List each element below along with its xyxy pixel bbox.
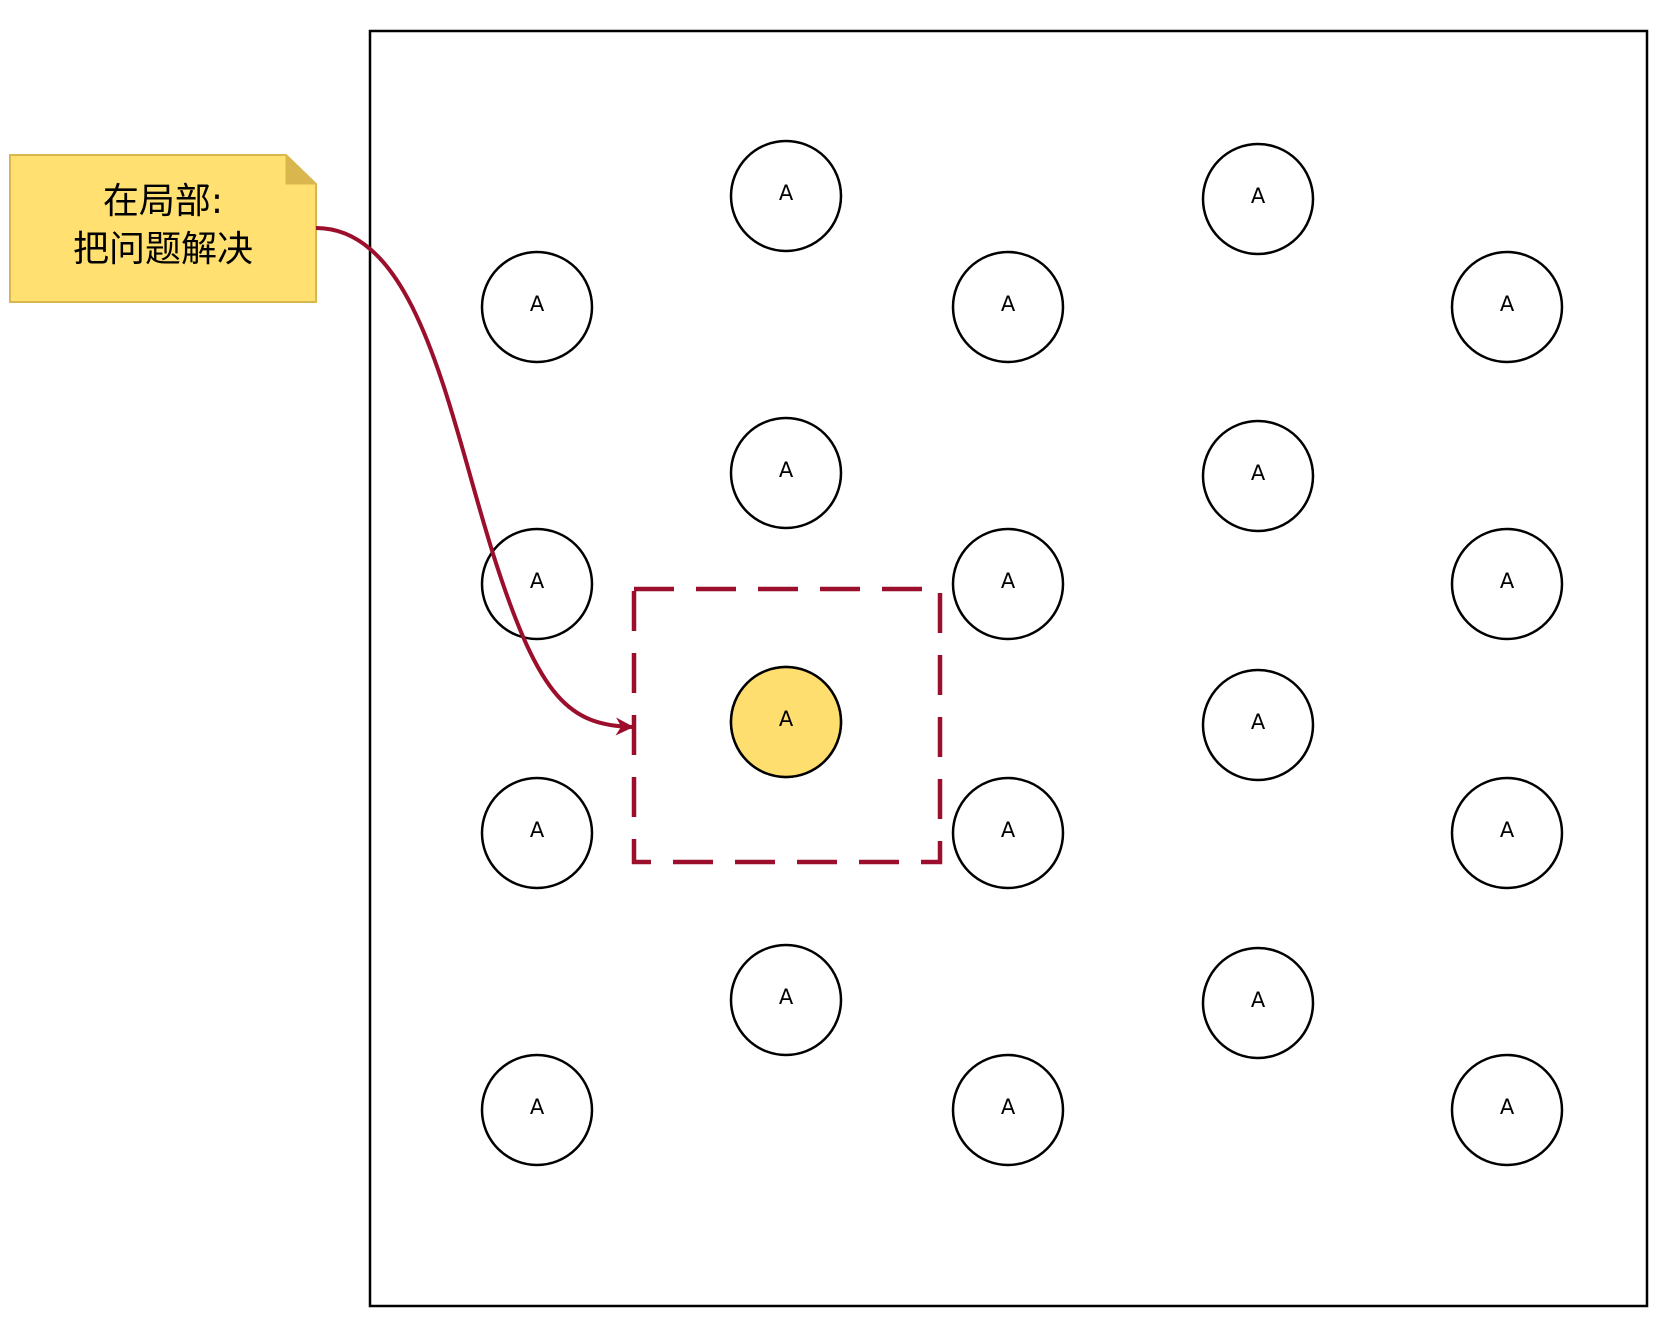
node-label: A [530,292,545,316]
node-label: A [1001,1095,1016,1119]
node-circle [1201,668,1315,782]
node: A [1201,419,1315,533]
node: A [729,943,843,1057]
node-label: A [1251,710,1266,734]
node: A [951,1053,1065,1167]
note-line-2: 把问题解决 [73,229,253,270]
node-label: A [779,458,794,482]
node-label: A [1001,818,1016,842]
note-connector-arrow [315,226,634,736]
node-label: A [1500,818,1515,842]
node: A [951,776,1065,890]
node-label: A [530,818,545,842]
node-circle [729,139,843,253]
node-label: A [1251,184,1266,208]
node: A [480,776,594,890]
node-label: A [1251,988,1266,1012]
node: A [1201,946,1315,1060]
node: A [1201,668,1315,782]
node-label: A [779,707,794,731]
node-circle [951,250,1065,364]
node-label: A [1251,461,1266,485]
node-highlighted: A [729,665,843,779]
node: A [1450,527,1564,641]
node-circle [951,776,1065,890]
node: A [1450,250,1564,364]
node: A [951,250,1065,364]
node: A [729,139,843,253]
node-circle [729,943,843,1057]
node-circle [480,250,594,364]
node-group: AAAAAAAAAAAAAAAAAAAAA [480,139,1564,1167]
node-label: A [1500,292,1515,316]
note-fold [285,153,318,185]
note-line-1: 在局部: [103,181,223,222]
focus-box [631,586,943,865]
node-label: A [1500,1095,1515,1119]
node: A [480,527,594,641]
node-circle [1201,142,1315,256]
node-circle [951,1053,1065,1167]
node-label: A [779,181,794,205]
node-circle [1450,1053,1564,1167]
node-label: A [779,985,794,1009]
node-circle [729,416,843,530]
node: A [729,416,843,530]
node: A [1450,776,1564,890]
node-circle [1201,946,1315,1060]
outer-frame [368,29,1649,1308]
node-circle-highlighted [729,665,843,779]
node-circle [480,1053,594,1167]
node-circle [1450,527,1564,641]
note-sticky: 在局部: 把问题解决 [9,153,318,303]
node-circle [480,776,594,890]
node-label: A [1001,569,1016,593]
node: A [480,1053,594,1167]
node-label: A [1500,569,1515,593]
node-label: A [530,569,545,593]
node-circle [1450,250,1564,364]
node-circle [480,527,594,641]
node: A [951,527,1065,641]
note-body [9,154,317,303]
node-label: A [530,1095,545,1119]
node: A [1201,142,1315,256]
node: A [1450,1053,1564,1167]
node-label: A [1001,292,1016,316]
node: A [480,250,594,364]
node-circle [951,527,1065,641]
node-circle [1450,776,1564,890]
node-circle [1201,419,1315,533]
